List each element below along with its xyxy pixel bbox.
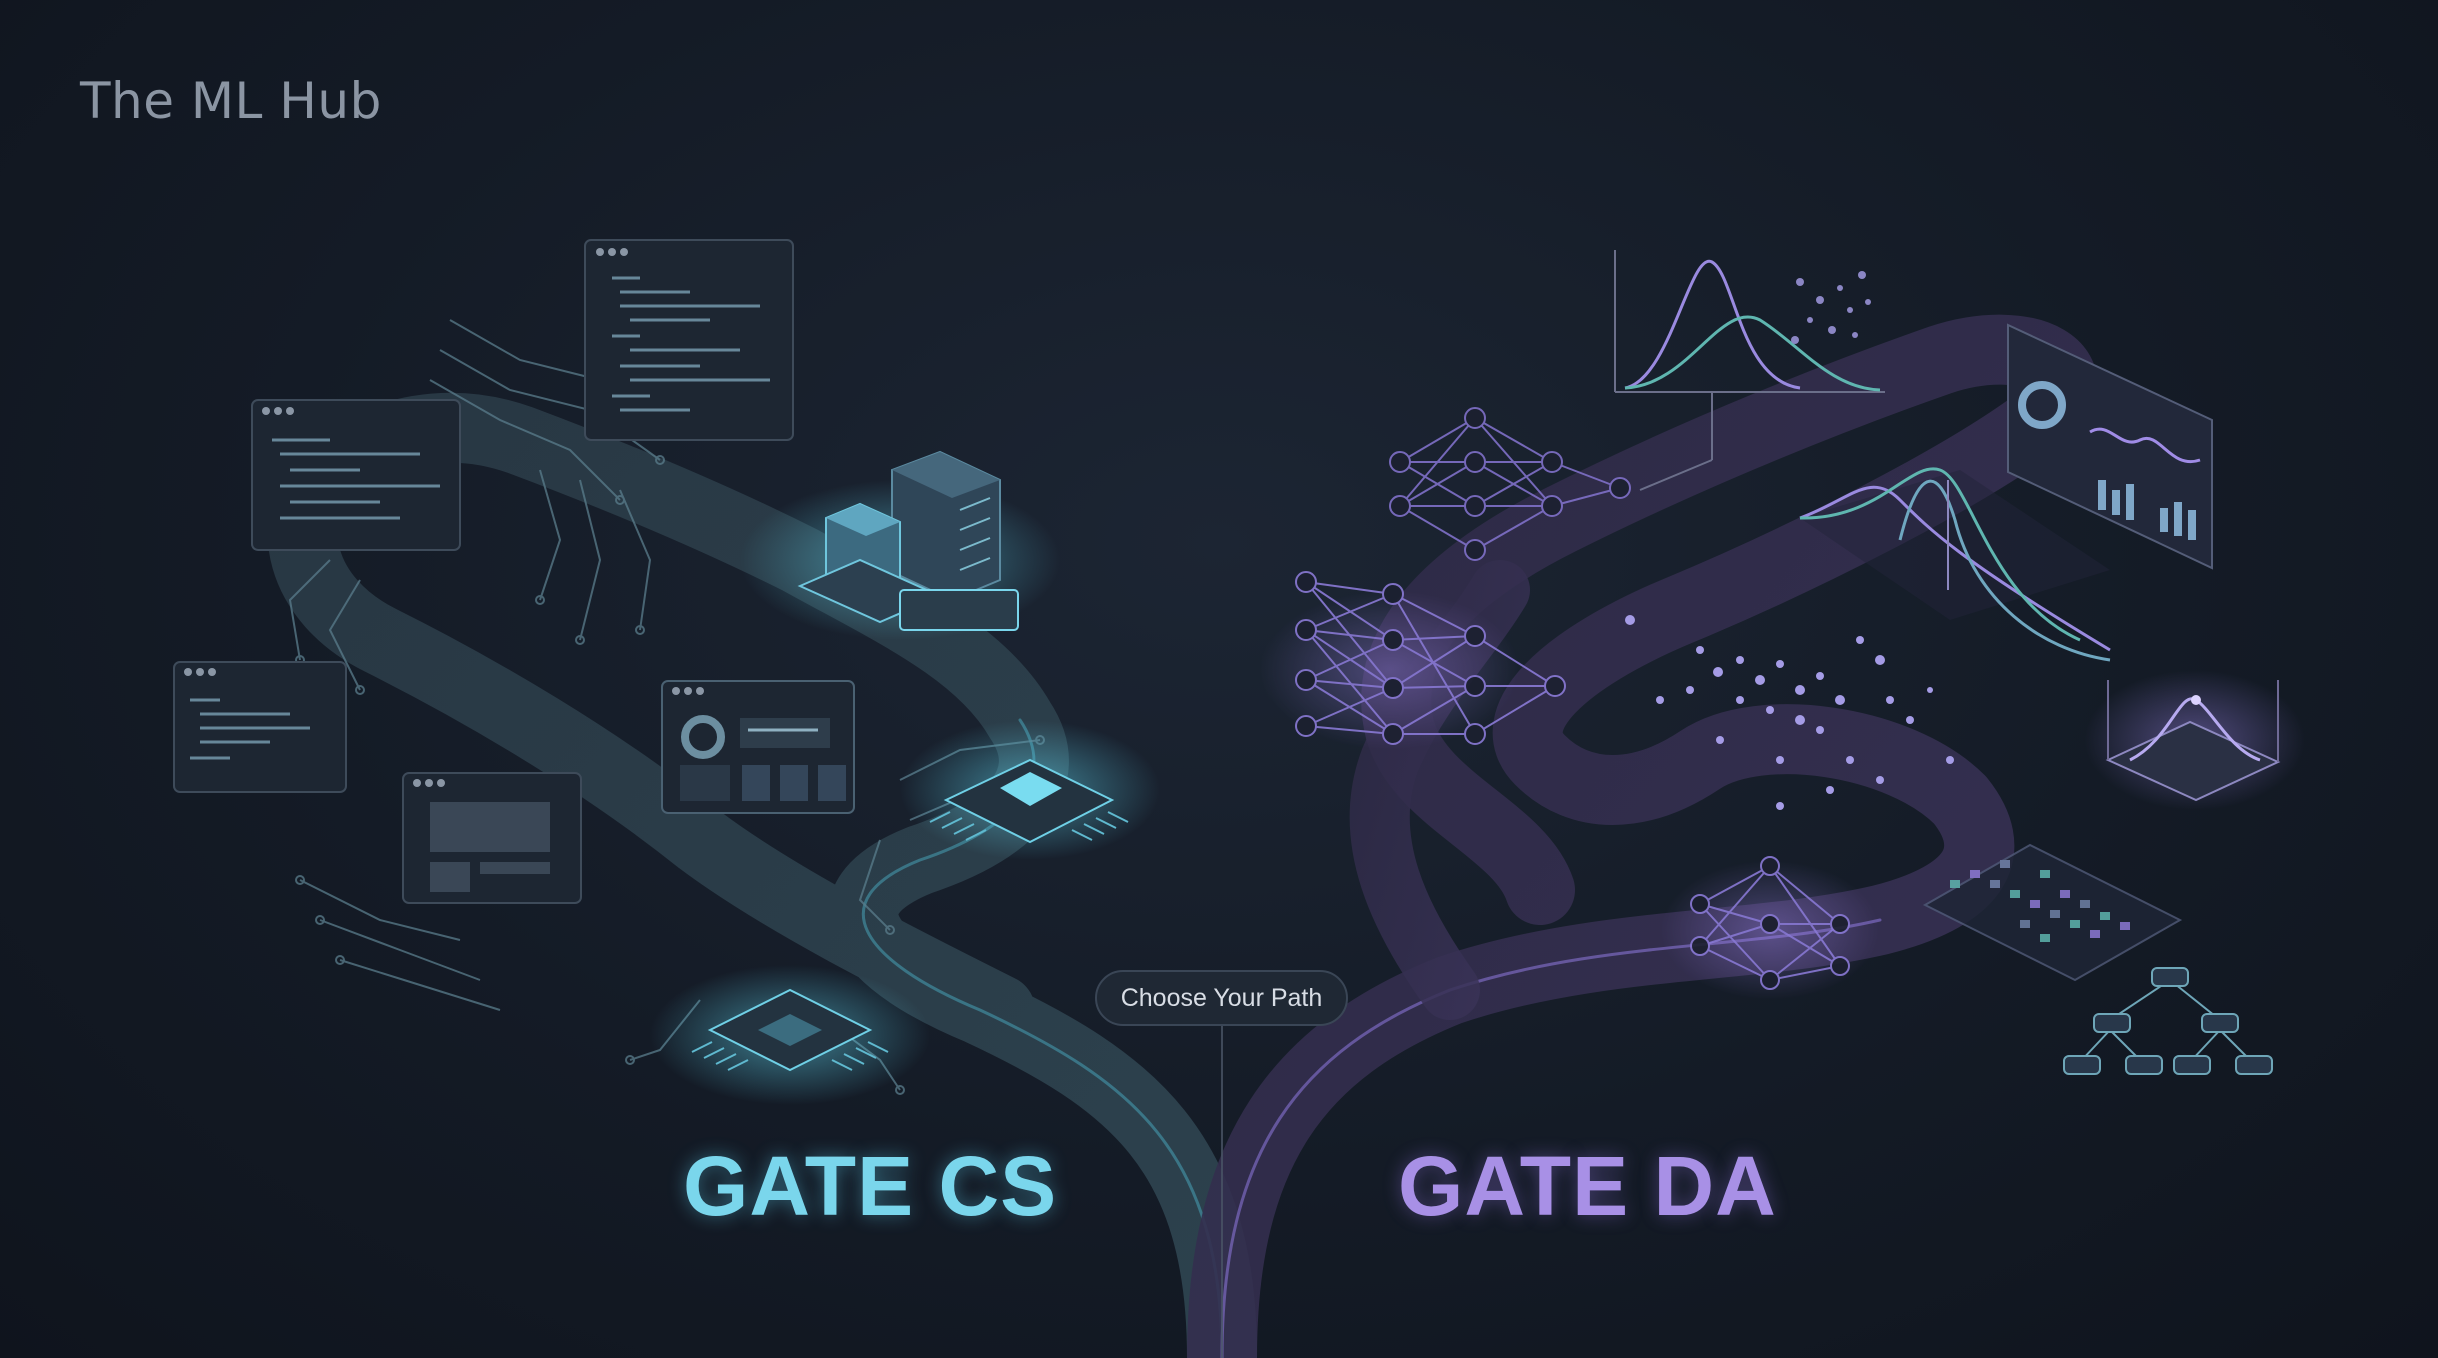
scatter-plot-icon	[1625, 615, 1954, 810]
brand-logo: The ML Hub	[80, 72, 382, 130]
choose-path-badge: Choose Your Path	[1095, 970, 1348, 1026]
gate-cs-title[interactable]: GATE CS	[683, 1139, 1058, 1233]
choose-path-label: Choose Your Path	[1120, 983, 1323, 1012]
distribution-curve-icon	[1799, 467, 2111, 662]
decision-tree-icon	[2063, 967, 2273, 1075]
bar-chart-icon	[2007, 323, 2213, 570]
cpu-chip-icon	[900, 720, 1160, 860]
distribution-curve-icon	[2085, 670, 2305, 810]
cpu-chip-icon	[650, 965, 930, 1105]
neural-network-icon	[1389, 407, 1631, 561]
layout-window-icon	[402, 772, 582, 904]
server-icon	[740, 450, 1060, 640]
code-window-icon	[173, 661, 347, 793]
distribution-curve-icon	[1614, 250, 1885, 491]
neural-network-icon	[1660, 856, 1880, 1000]
scatter-plot-icon	[1791, 271, 1871, 344]
code-window-icon	[251, 399, 461, 551]
code-window-icon	[584, 239, 794, 441]
gate-da-title[interactable]: GATE DA	[1398, 1139, 1777, 1233]
neural-network-icon	[1260, 571, 1566, 750]
heatmap-grid-icon	[1922, 843, 2183, 982]
dashboard-icon	[661, 680, 855, 814]
